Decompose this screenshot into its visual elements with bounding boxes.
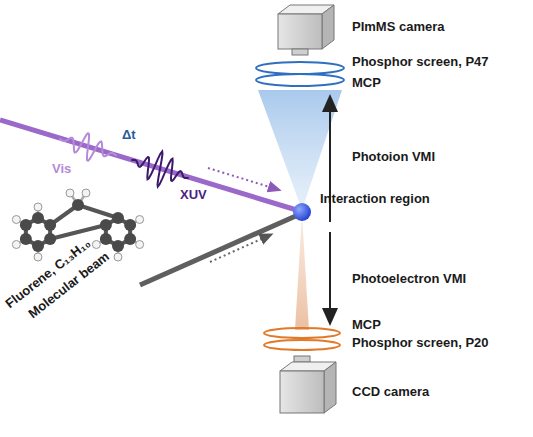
molecule-part	[82, 189, 90, 197]
molecule-part	[34, 253, 42, 261]
molecule-part	[136, 241, 144, 249]
molecule-part	[136, 216, 144, 224]
screen-label: Phosphor screen, P47	[352, 55, 489, 70]
vmi-label: Photoelectron VMI	[352, 272, 466, 287]
region-label: Interaction region	[320, 192, 430, 207]
molecule-part	[124, 233, 136, 245]
screen-label: Phosphor screen, P20	[352, 336, 489, 351]
molecule-part	[44, 233, 56, 245]
mcp-label: MCP	[352, 76, 381, 91]
molecule-part	[112, 240, 124, 252]
molecule-part	[124, 219, 136, 231]
molecule-part	[66, 189, 74, 197]
molecule-part	[100, 219, 112, 231]
molecule-part	[20, 233, 32, 245]
molecule-part	[34, 203, 42, 211]
molecule-part	[78, 205, 118, 218]
molecule-part	[92, 241, 100, 249]
molecule-part	[50, 225, 106, 239]
molecule-part	[112, 212, 124, 224]
mcp-label: MCP	[352, 318, 381, 333]
molecule-part	[72, 199, 84, 211]
camera-label: CCD camera	[352, 385, 429, 400]
molecule-part	[114, 253, 122, 261]
molecule-part	[12, 216, 20, 224]
molecule-part	[44, 219, 56, 231]
molecule-part	[20, 219, 32, 231]
camera-label: PImMS camera	[352, 20, 445, 35]
light-pulse	[131, 151, 188, 186]
light-pulse	[59, 133, 116, 161]
pulse-label: XUV	[180, 188, 207, 203]
molecule-part	[100, 233, 112, 245]
pulse-label: Vis	[52, 162, 71, 177]
molecule-part	[32, 240, 44, 252]
delay-label: Δt	[122, 128, 136, 143]
vmi-label: Photoion VMI	[352, 150, 435, 165]
molecule-part	[32, 212, 44, 224]
molecule-part	[12, 241, 20, 249]
